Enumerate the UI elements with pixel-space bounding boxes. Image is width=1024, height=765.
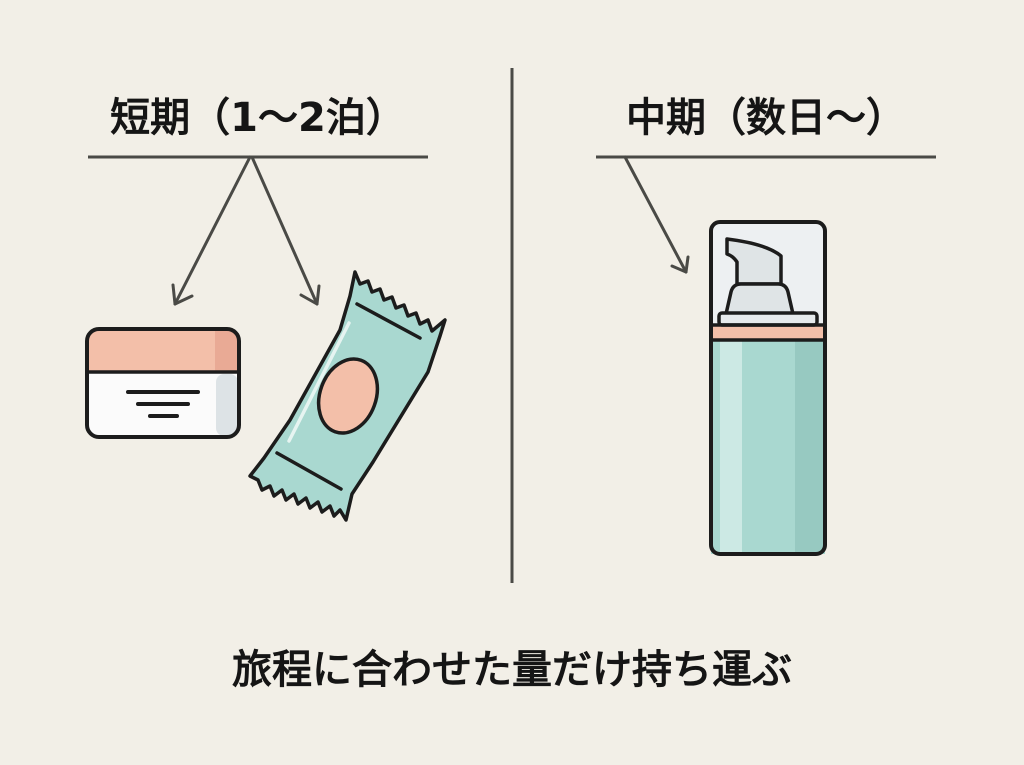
arrow-to-sachet-icon bbox=[250, 155, 321, 306]
caption-text: 旅程に合わせた量だけ持ち運ぶ bbox=[232, 647, 792, 693]
pump-bottle-icon bbox=[709, 220, 827, 556]
arrow-to-jar-icon bbox=[171, 155, 252, 306]
arrow-to-bottle-icon bbox=[623, 155, 690, 274]
sachet-icon bbox=[248, 270, 447, 522]
short-term-heading: 短期（1〜2泊） bbox=[110, 95, 406, 141]
jar-icon bbox=[85, 327, 241, 439]
mid-term-heading: 中期（数日〜） bbox=[626, 95, 906, 141]
